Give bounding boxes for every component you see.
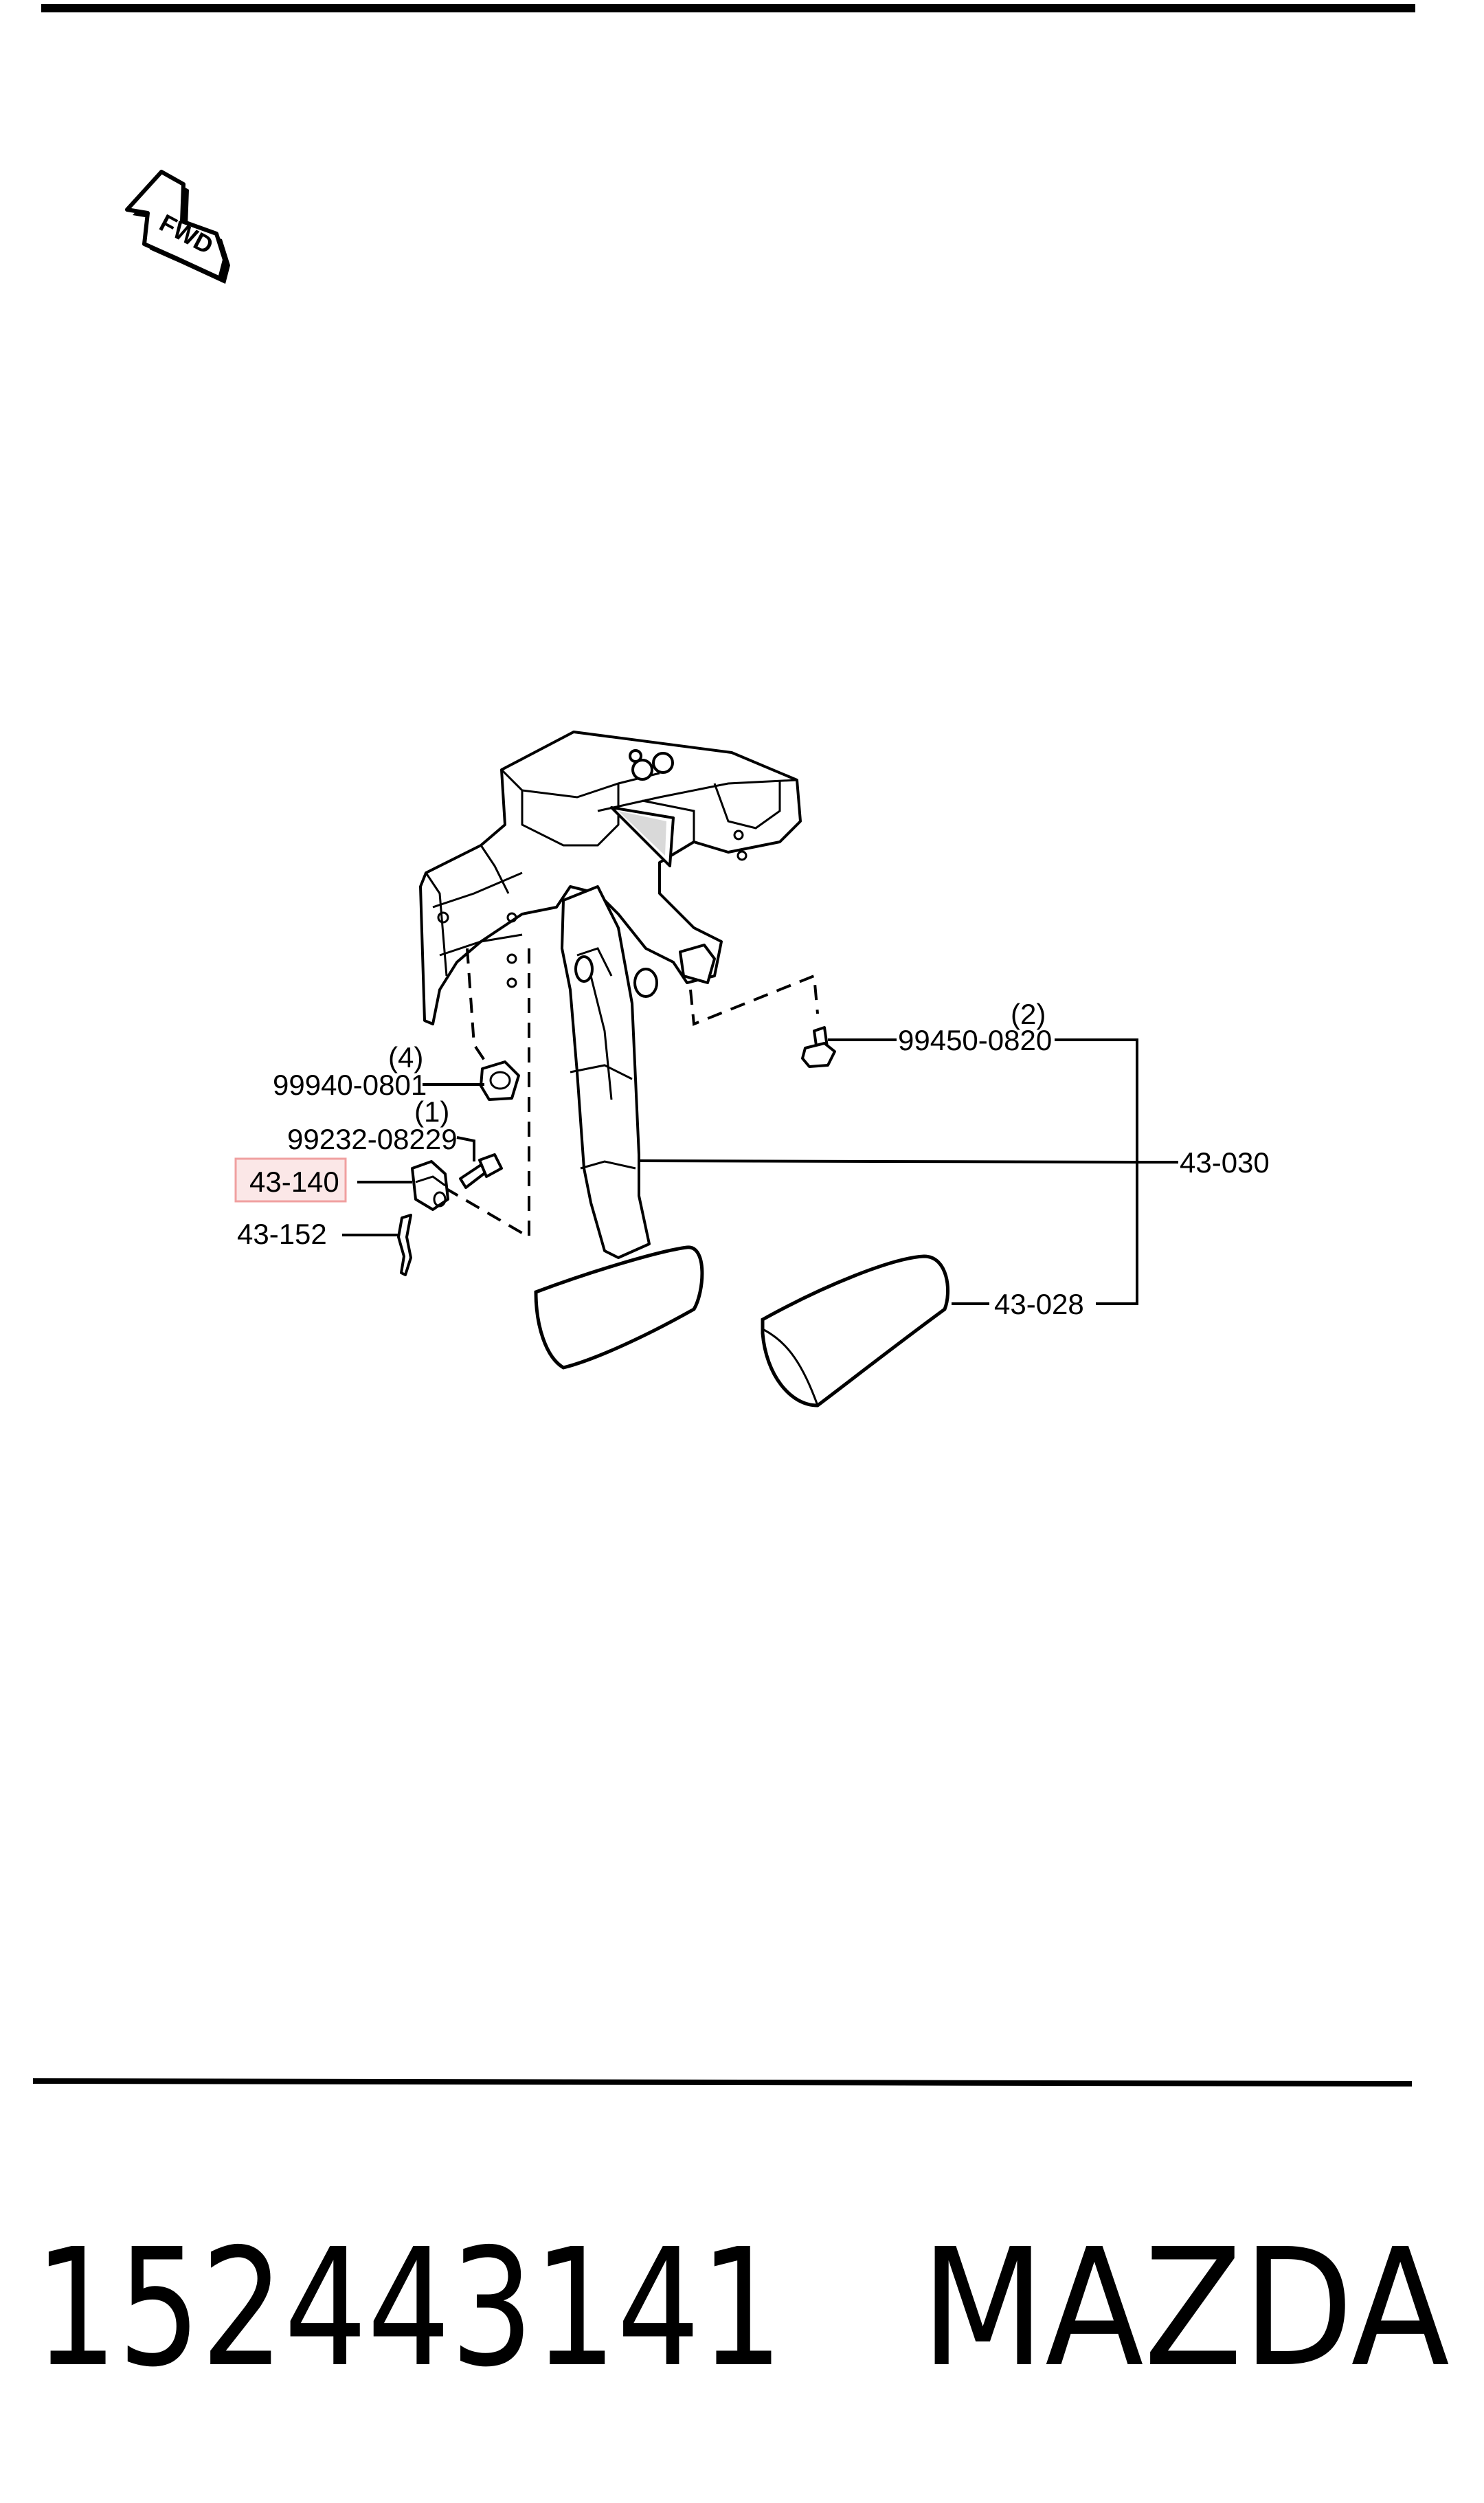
pedal-arm <box>561 885 658 1259</box>
bottom-rule <box>32 2078 1413 2087</box>
switch-43-140 <box>411 1160 449 1211</box>
brake-pedal-pad <box>534 1245 704 1370</box>
callout-99450-0820: 99450-0820 <box>898 1024 1052 1056</box>
footer-part-number: 152443141 <box>34 2214 783 2403</box>
callout-99940-0801: 99940-0801 <box>273 1069 427 1101</box>
callout-43-140: 43-140 <box>249 1166 339 1198</box>
dashed-guide-left <box>466 948 489 1067</box>
nut-99940-0801 <box>480 1060 520 1101</box>
leader-43030-arm <box>638 1159 1138 1164</box>
qty-label-1: (1) <box>414 1095 449 1128</box>
callout-99232-08229: 99232-08229 <box>287 1123 458 1155</box>
footer-brand: MAZDA <box>921 2214 1450 2403</box>
pedal-bracket <box>419 731 802 1025</box>
callout-43-030: 43-030 <box>1180 1146 1270 1179</box>
callout-43-028: 43-028 <box>994 1288 1084 1320</box>
dashed-guide-right <box>689 974 819 1026</box>
highlight-box-43-140 <box>234 1157 347 1203</box>
dashed-guide-center <box>445 948 530 1240</box>
leader-99232 <box>456 1136 475 1161</box>
qty-label-4: (4) <box>388 1041 423 1073</box>
clip-43-152 <box>397 1214 412 1276</box>
bolt-99232-08229 <box>459 1153 503 1189</box>
callout-43-152: 43-152 <box>237 1218 327 1250</box>
accelerator-pedal-pad <box>761 1254 950 1408</box>
bolt-99450-0820 <box>801 1026 836 1068</box>
leader-bracket-right <box>1055 1038 1138 1305</box>
fwd-arrow-icon: FWD <box>125 170 230 284</box>
qty-label-2: (2) <box>1011 998 1046 1030</box>
